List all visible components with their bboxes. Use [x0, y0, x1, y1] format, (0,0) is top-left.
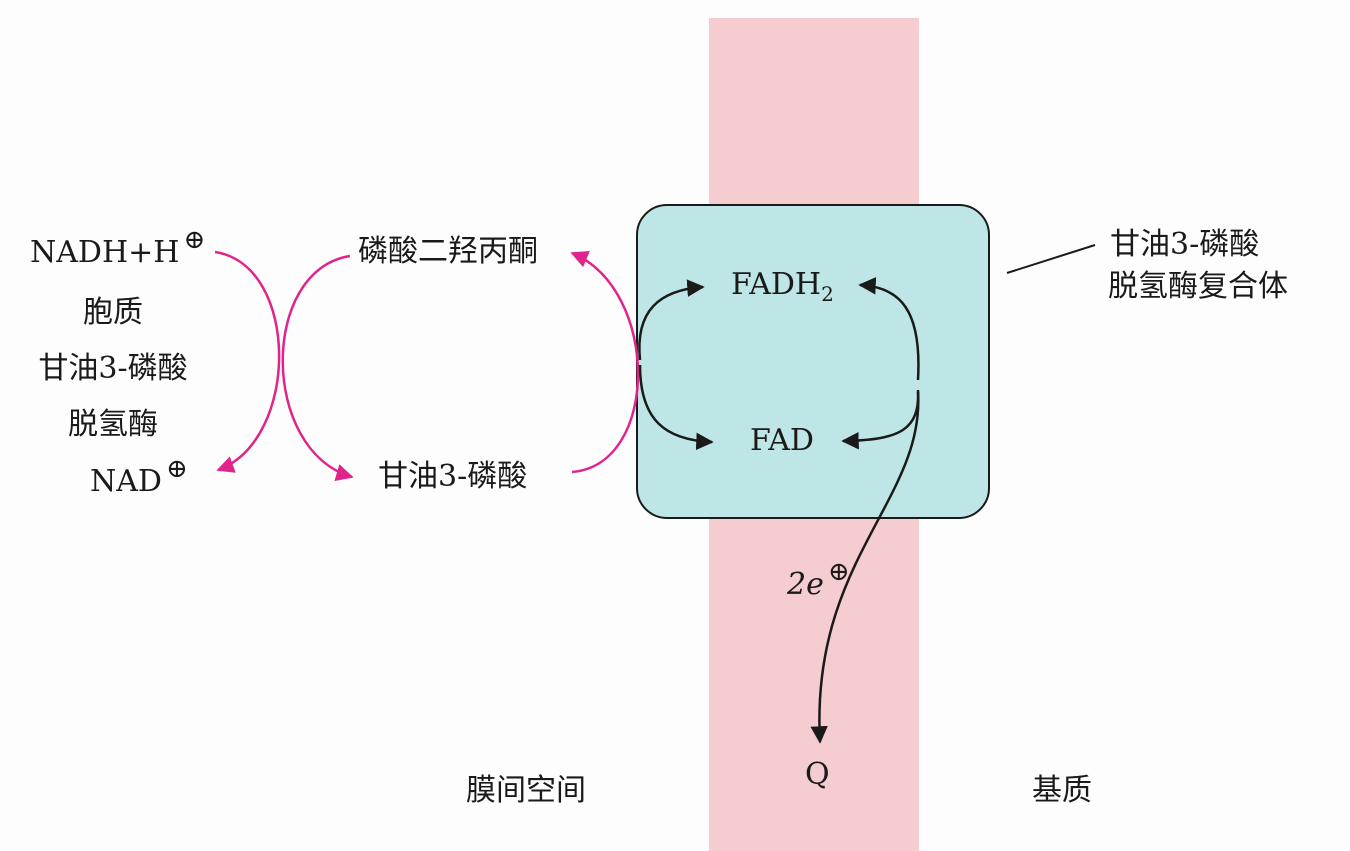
fadh2-text: FADH — [731, 267, 822, 302]
complex-label-leader — [1006, 244, 1096, 274]
cytosol-enzyme-name-2: 甘油3-磷酸 — [38, 351, 188, 386]
nad-label: NAD⊕ — [90, 456, 188, 499]
complex-name-1: 甘油3-磷酸 — [1110, 227, 1260, 262]
fadh2-label: FADH2 — [731, 267, 834, 306]
dehydrogenase-complex-box — [636, 204, 990, 519]
arrow-g3p-to-dhap — [570, 251, 640, 474]
arrow-left-to-fad — [638, 364, 714, 451]
fad-label: FAD — [750, 423, 814, 458]
electrons-text: 2e — [787, 567, 824, 602]
nadh-text: NADH+H — [30, 235, 180, 270]
intermembrane-space-label: 膜间空间 — [466, 773, 586, 808]
fadh2-subscript: 2 — [821, 282, 834, 306]
q-label: Q — [805, 757, 830, 792]
electrons-charge: ⊕ — [827, 557, 850, 587]
dhap-label: 磷酸二羟丙酮 — [358, 234, 538, 269]
electrons-label: 2e⊕ — [787, 559, 850, 602]
nad-text: NAD — [90, 464, 162, 499]
nadh-label: NADH+H⊕ — [30, 227, 205, 270]
arrow-dhap-to-g3p — [281, 254, 354, 481]
nadh-charge: ⊕ — [183, 225, 206, 255]
arrow-electrons-to-q — [810, 391, 920, 744]
cytosol-enzyme-name-1: 胞质 — [83, 295, 143, 330]
arrow-right-to-fadh2 — [858, 277, 920, 381]
matrix-label: 基质 — [1032, 773, 1092, 808]
complex-name-2: 脱氢酶复合体 — [1108, 269, 1288, 304]
nad-charge: ⊕ — [165, 454, 188, 484]
arrow-left-to-fadh2 — [638, 279, 705, 361]
g3p-label: 甘油3-磷酸 — [378, 459, 528, 494]
cytosol-enzyme-name-3: 脱氢酶 — [68, 407, 158, 442]
arrow-nadh-to-nad — [214, 250, 281, 473]
